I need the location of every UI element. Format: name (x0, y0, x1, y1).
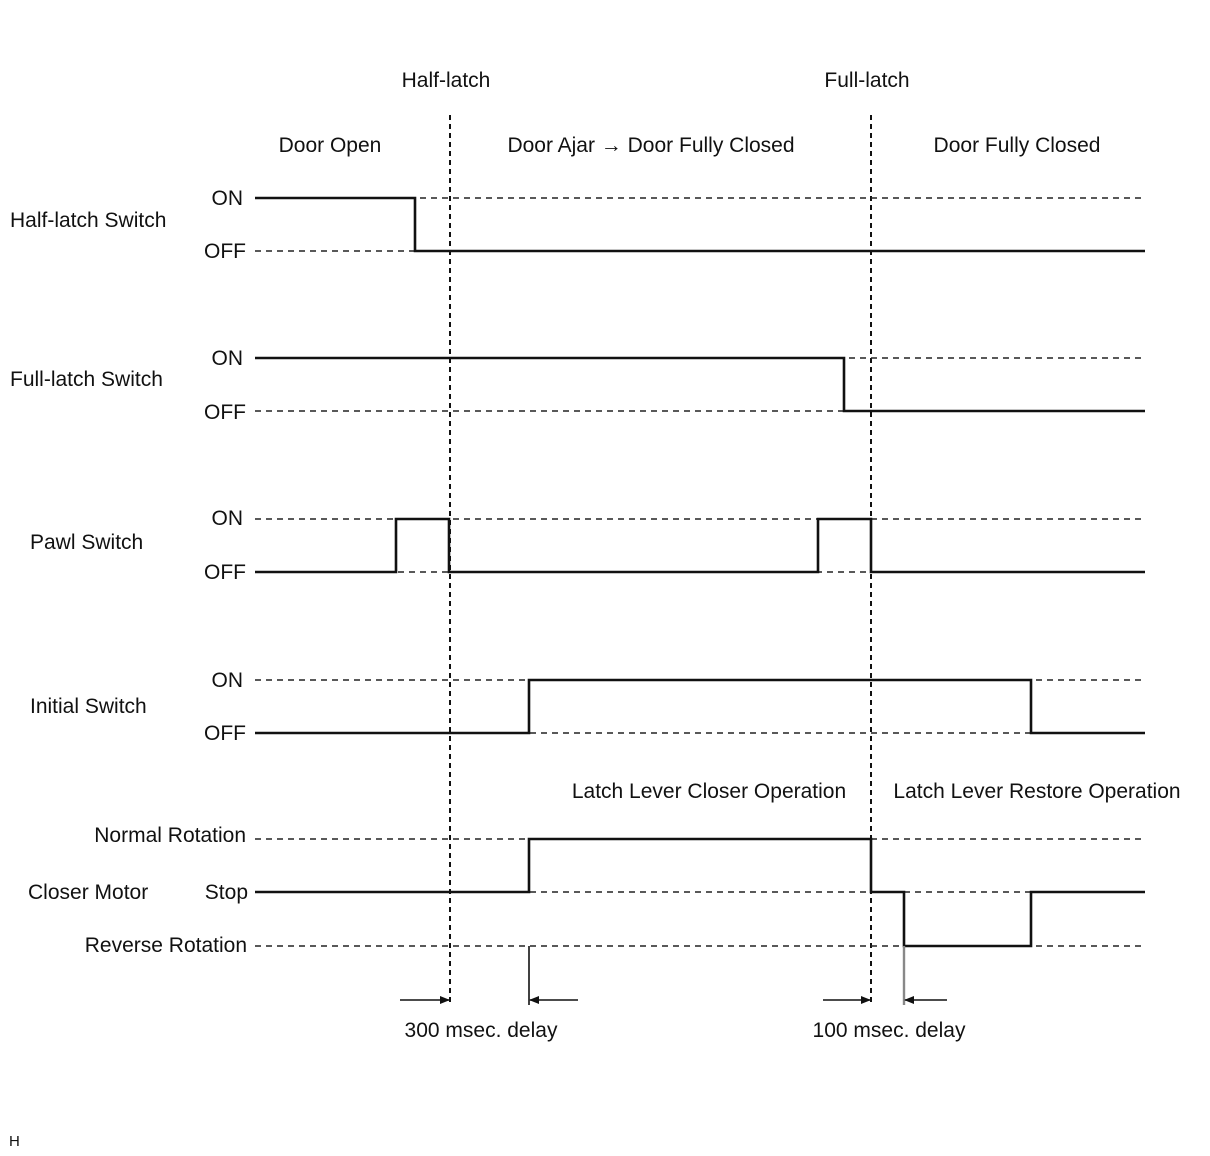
corner-code: H (9, 1133, 20, 1150)
initial-switch-row: Initial Switch ON OFF (30, 669, 1145, 745)
stop-label: Stop (205, 881, 248, 904)
pawl-switch-on-label: ON (212, 507, 244, 530)
full-latch-switch-off-label: OFF (204, 401, 246, 424)
pawl-switch-name: Pawl Switch (30, 531, 143, 554)
half-latch-switch-off-label: OFF (204, 240, 246, 263)
latch-lever-restore-operation-label: Latch Lever Restore Operation (893, 780, 1180, 803)
full-latch-switch-waveform (255, 356, 1145, 413)
half-latch-switch-row: Half-latch Switch ON OFF (10, 187, 1145, 263)
half-latch-switch-name: Half-latch Switch (10, 209, 166, 232)
full-latch-marker-label: Full-latch (824, 69, 909, 92)
closer-motor-row: Latch Lever Closer Operation Latch Lever… (28, 780, 1181, 957)
initial-switch-waveform (255, 678, 1145, 735)
initial-switch-off-label: OFF (204, 722, 246, 745)
phase-door-fully-closed-label: Door Fully Closed (934, 134, 1101, 157)
delay-100-annotation: 100 msec. delay (813, 946, 966, 1042)
half-latch-switch-on-label: ON (212, 187, 244, 210)
phase-door-ajar-label: Door Ajar → Door Fully Closed (507, 134, 794, 157)
delay-300-annotation: 300 msec. delay (400, 946, 578, 1042)
pawl-switch-off-label: OFF (204, 561, 246, 584)
full-latch-switch-name: Full-latch Switch (10, 368, 163, 391)
full-latch-switch-on-label: ON (212, 347, 244, 370)
phase-door-open-label: Door Open (279, 134, 382, 157)
latch-lever-closer-operation-label: Latch Lever Closer Operation (572, 780, 846, 803)
pawl-switch-row: Pawl Switch ON OFF (30, 507, 1145, 584)
delay-100-label: 100 msec. delay (813, 1019, 966, 1042)
half-latch-switch-waveform (255, 196, 1145, 253)
half-latch-marker-label: Half-latch (402, 69, 491, 92)
normal-rotation-label: Normal Rotation (94, 824, 246, 847)
pawl-switch-waveform (255, 517, 1145, 574)
closer-motor-name: Closer Motor (28, 881, 148, 904)
full-latch-switch-row: Full-latch Switch ON OFF (10, 347, 1145, 424)
reverse-rotation-label: Reverse Rotation (85, 934, 247, 957)
delay-300-label: 300 msec. delay (405, 1019, 558, 1042)
initial-switch-name: Initial Switch (30, 695, 147, 718)
initial-switch-on-label: ON (212, 669, 244, 692)
closer-motor-waveform (255, 837, 1145, 948)
